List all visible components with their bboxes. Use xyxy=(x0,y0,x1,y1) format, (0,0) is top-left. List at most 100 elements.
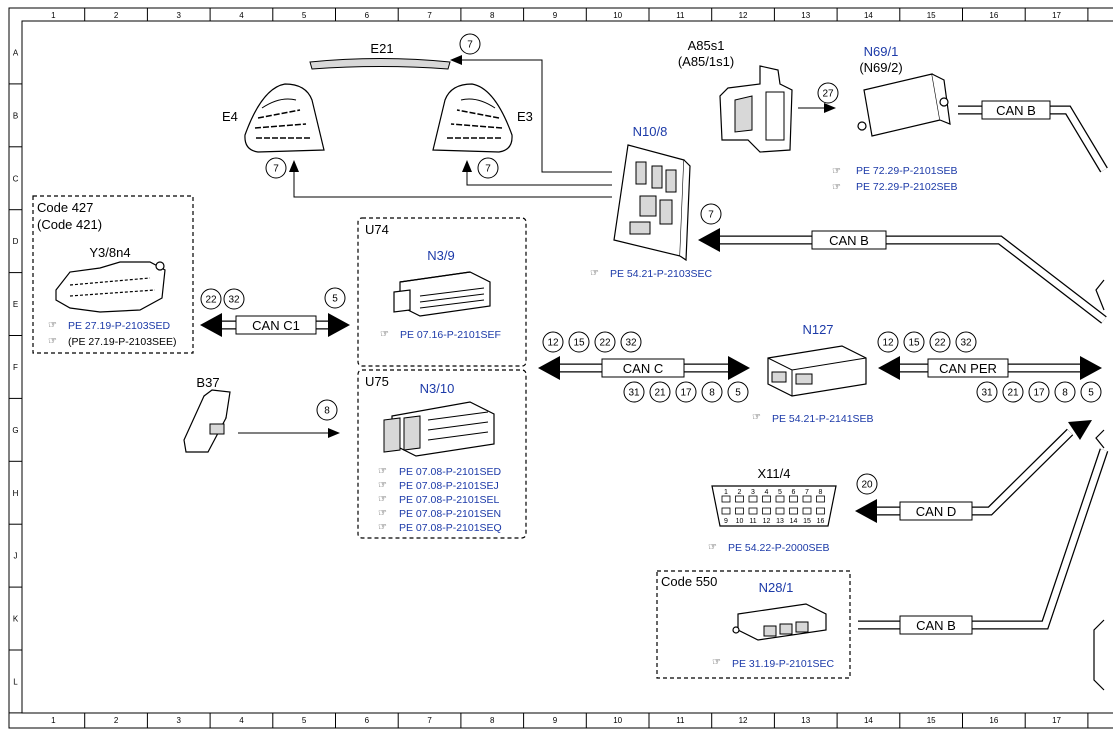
grid-column-label: 12 xyxy=(739,11,748,20)
callout-number: 5 xyxy=(735,388,741,399)
a85s1-alt-label: (A85/1s1) xyxy=(678,54,734,69)
a85s1-label: A85s1 xyxy=(688,38,725,53)
grid-column-label: 14 xyxy=(864,716,873,725)
callout-number: 8 xyxy=(709,388,715,399)
grid-column-label: 6 xyxy=(365,716,370,725)
callout-number: 12 xyxy=(547,338,559,349)
u74-ref: PE 07.16-P-2101SEF xyxy=(400,329,501,341)
y3-ref-1: PE 27.19-P-2103SED xyxy=(68,320,171,332)
callout-number: 8 xyxy=(324,406,330,417)
right-edge-partials xyxy=(1093,279,1105,691)
u75-ref: PE 07.08-P-2101SEQ xyxy=(399,522,502,534)
x11-pin-number: 4 xyxy=(765,489,769,496)
x11-pin-number: 2 xyxy=(738,489,742,496)
callout-circle xyxy=(903,331,925,353)
callout-number: 32 xyxy=(625,338,637,349)
grid-column-label: 2 xyxy=(114,11,119,20)
n10-ref: PE 54.21-P-2103SEC xyxy=(610,268,713,280)
manual-ref-icon: ☞ xyxy=(590,268,599,279)
callout-circle xyxy=(955,331,977,353)
grid-column-label: 7 xyxy=(427,716,432,725)
grid-column-label: 15 xyxy=(927,716,936,725)
y3-ref-2: (PE 27.19-P-2103SEE) xyxy=(68,336,177,348)
x11-pin-number: 3 xyxy=(751,489,755,496)
grid-column-label: 4 xyxy=(239,11,244,20)
x11-pin-number: 13 xyxy=(776,518,784,525)
grid-row-label: B xyxy=(13,111,18,120)
callout-circle xyxy=(324,287,346,309)
callout-number: 22 xyxy=(934,338,946,349)
n127-label: N127 xyxy=(802,322,833,337)
manual-ref-icon: ☞ xyxy=(832,182,841,193)
n69-alt-label: (N69/2) xyxy=(859,60,902,75)
y3-label: Y3/8n4 xyxy=(89,245,130,260)
grid-column-label: 13 xyxy=(801,11,810,20)
n28-code-box: Code 550 N28/1 ☞ PE 31.19-P-2101SEC xyxy=(656,570,851,679)
callout-number: 12 xyxy=(882,338,894,349)
n28-code: Code 550 xyxy=(661,574,717,589)
manual-ref-icon: ☞ xyxy=(378,508,387,519)
callout-circle xyxy=(223,288,245,310)
callout-number: 7 xyxy=(708,210,714,221)
y3-code-box: Code 427 (Code 421) Y3/8n4 ☞ PE 27.19-P-… xyxy=(32,195,194,354)
y3-code: Code 427 xyxy=(37,200,93,215)
callout-number: 21 xyxy=(654,388,666,399)
b37-pedal-sensor: B37 xyxy=(183,375,231,453)
callout-circle xyxy=(542,331,564,353)
callout-number: 17 xyxy=(680,388,692,399)
callout-number: 5 xyxy=(1088,388,1094,399)
grid-column-label: 6 xyxy=(365,11,370,20)
n127-ref: PE 54.21-P-2141SEB xyxy=(772,413,874,425)
can-c-label: CAN C xyxy=(623,361,663,376)
grid-column-label: 1 xyxy=(51,11,56,20)
e4-label: E4 xyxy=(222,109,238,124)
manual-ref-icon: ☞ xyxy=(378,522,387,533)
y3-code-alt: (Code 421) xyxy=(37,217,102,232)
callout-number: 15 xyxy=(908,338,920,349)
grid-row-label: A xyxy=(13,48,19,57)
grid-column-label: 8 xyxy=(490,716,495,725)
callout-number: 32 xyxy=(228,295,240,306)
x11-label: X11/4 xyxy=(757,466,790,481)
callout-number: 7 xyxy=(467,40,473,51)
e3-tail-lamp: E3 xyxy=(432,83,533,153)
grid-row-label: H xyxy=(13,489,19,498)
x11-pin-number: 15 xyxy=(803,518,811,525)
u75-box-label: U75 xyxy=(365,374,389,389)
can-d-label: CAN D xyxy=(916,504,956,519)
manual-ref-icon: ☞ xyxy=(752,412,761,423)
can-per-label: CAN PER xyxy=(939,361,997,376)
n10-sam-module: N10/8 ☞ PE 54.21-P-2103SEC xyxy=(590,124,713,280)
callout-circle xyxy=(265,157,287,179)
grid-row-label: C xyxy=(13,174,19,183)
manual-ref-icon: ☞ xyxy=(378,480,387,491)
grid-row-label: J xyxy=(14,552,18,561)
manual-ref-icon: ☞ xyxy=(48,320,57,331)
n69-label: N69/1 xyxy=(864,44,899,59)
n69-ref-1: PE 72.29-P-2101SEB xyxy=(856,165,958,177)
e21-brake-light: E21 xyxy=(309,41,451,70)
callout-circle xyxy=(701,381,723,403)
signal-arrowheads xyxy=(289,55,836,438)
grid-column-label: 9 xyxy=(553,716,558,725)
callout-circle xyxy=(200,288,222,310)
callout-number: 17 xyxy=(1033,388,1045,399)
callout-number: 21 xyxy=(1007,388,1019,399)
grid-column-label: 13 xyxy=(801,716,810,725)
grid-row-label: K xyxy=(13,615,19,624)
x11-ref: PE 54.22-P-2000SEB xyxy=(728,542,830,554)
grid-row-label: L xyxy=(13,677,18,686)
n69-ref-2: PE 72.29-P-2102SEB xyxy=(856,181,958,193)
grid-row-label: D xyxy=(13,237,19,246)
grid-column-label: 10 xyxy=(613,716,622,725)
u75-ref: PE 07.08-P-2101SEJ xyxy=(399,480,499,492)
can-b-n28-label: CAN B xyxy=(916,618,956,633)
grid-column-label: 3 xyxy=(177,11,182,20)
manual-ref-icon: ☞ xyxy=(832,166,841,177)
callout-number: 32 xyxy=(960,338,972,349)
x11-pin-number: 12 xyxy=(763,518,771,525)
grid-row-label: G xyxy=(12,426,18,435)
x11-pin-number: 1 xyxy=(724,489,728,496)
callout-circle xyxy=(459,33,481,55)
